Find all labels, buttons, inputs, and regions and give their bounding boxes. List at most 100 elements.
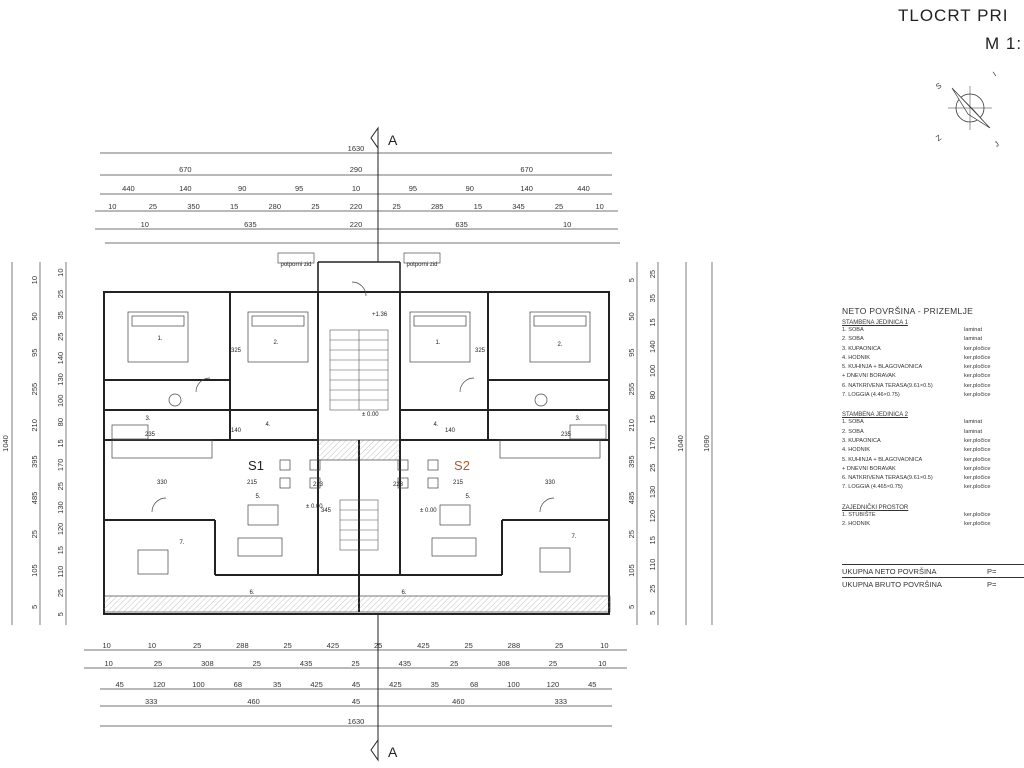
section-mark-bottom xyxy=(370,615,379,762)
dim-top-row4: 25 xyxy=(311,202,319,211)
area-row-floor: ker.pločice xyxy=(964,354,991,361)
dim-top-row2: 290 xyxy=(350,165,363,174)
dim-bottom-row2: 25 xyxy=(253,659,261,668)
dim-right-col1: 210 xyxy=(627,419,636,432)
dim-bottom-row3: 120 xyxy=(547,680,560,689)
plan-annotation: 330 xyxy=(157,480,168,486)
furniture xyxy=(111,281,607,575)
dim-top-row2: 670 xyxy=(179,165,192,174)
dim-top-row3: 140 xyxy=(520,184,533,193)
room-number: 3. xyxy=(575,416,580,422)
dim-left-col3: 25 xyxy=(56,589,65,597)
dim-top-row5: 635 xyxy=(244,220,257,229)
plan-annotation: 345 xyxy=(321,508,332,514)
area-row-floor: ker.pločice xyxy=(964,392,991,399)
area-row-name: 7. LOGGIA (4.46×0.75) xyxy=(842,392,900,399)
plan-annotation: 325 xyxy=(475,348,486,354)
sheet-scale: M 1: xyxy=(985,34,1023,53)
dim-top-row3: 90 xyxy=(466,184,474,193)
dim-left-col3: 35 xyxy=(56,311,65,319)
dim-bottom-row3: 425 xyxy=(389,680,402,689)
dim-right-col1: 105 xyxy=(627,564,636,577)
room-number: 6. xyxy=(401,590,406,596)
dim-left-col3: 130 xyxy=(56,373,65,386)
dim-left-col3: 100 xyxy=(56,395,65,408)
area-row: 4. HODNIK ker.pločice xyxy=(842,354,1024,363)
dim-top-row5: 635 xyxy=(455,220,468,229)
sheet-title: TLOCRT PRI xyxy=(898,6,1009,25)
level-mark: ± 0.00 xyxy=(306,504,323,510)
dim-top-row4: 10 xyxy=(108,202,116,211)
dim-right-outer: 1090 xyxy=(702,435,711,452)
dim-right-col1: 485 xyxy=(627,492,636,505)
dim-bottom-row3: 35 xyxy=(273,680,281,689)
plan-annotation: 235 xyxy=(561,432,572,438)
unit-label-s1: S1 xyxy=(248,458,264,473)
plan-annotation: 325 xyxy=(231,348,242,354)
area-row-floor: laminat xyxy=(964,428,983,435)
total-neto: UKUPNA NETO POVRŠINA P= xyxy=(842,567,1024,576)
dim-top-row4: 220 xyxy=(350,202,363,211)
dim-right-col2: 25 xyxy=(648,270,657,278)
room-number: 5. xyxy=(465,494,470,500)
area-row: 6. NATKRIVENA TERASA(9.61×0.5)ker.pločic… xyxy=(842,474,1024,483)
dim-right-col2: 140 xyxy=(648,340,657,353)
dim-bottom-row3: 45 xyxy=(116,680,124,689)
dim-top-row5: 220 xyxy=(350,220,363,229)
dim-top-row4: 285 xyxy=(431,202,444,211)
area-table: NETO POVRŠINA - PRIZEMLJE STAMBENA JEDIN… xyxy=(842,306,1024,589)
dim-right-col2: 25 xyxy=(648,464,657,472)
dim-bottom-row1: 25 xyxy=(555,641,563,650)
dim-left-col3: 110 xyxy=(56,566,65,578)
room-number: 3. xyxy=(145,416,150,422)
dim-bottom-row2: 308 xyxy=(497,659,510,668)
dim-right-outer: 1040 xyxy=(676,435,685,452)
plan-annotation: 140 xyxy=(445,428,456,434)
dim-bottom-row3: 425 xyxy=(310,680,323,689)
dim-right-col2: 130 xyxy=(648,486,657,499)
dim-left-col3: 10 xyxy=(56,269,65,277)
area-row-name: + DNEVNI BORAVAK xyxy=(842,373,896,380)
dim-top-row4: 25 xyxy=(555,202,563,211)
area-table-totals: UKUPNA NETO POVRŠINA P= UKUPNA BRUTO POV… xyxy=(842,564,1024,589)
total-neto-label: UKUPNA NETO POVRŠINA xyxy=(842,567,937,576)
area-row-floor: ker.pločice xyxy=(964,345,991,352)
area-row-name: 6. NATKRIVENA TERASA(9.61×0.5) xyxy=(842,475,933,482)
room-number: 2. xyxy=(273,340,278,346)
area-row-name: 4. HODNIK xyxy=(842,354,870,361)
dim-right-col2: 35 xyxy=(648,294,657,302)
compass-rose xyxy=(948,86,992,130)
dim-left-col2: 395 xyxy=(30,455,39,468)
staircase xyxy=(329,329,389,551)
area-group-heading: STAMBENA JEDINICA 2 xyxy=(842,412,908,419)
dim-right-col1: 5 xyxy=(627,278,636,282)
area-row-floor: ker.pločice xyxy=(964,465,991,472)
area-row-floor: ker.pločice xyxy=(964,521,991,528)
section-label-top: A xyxy=(388,132,398,148)
dim-bottom-row2: 25 xyxy=(351,659,359,668)
dim-bottom-row3: 100 xyxy=(192,680,205,689)
dim-left-col2: 25 xyxy=(30,530,39,538)
level-mark: ± 0.00 xyxy=(362,412,379,418)
plan-annotation: 330 xyxy=(545,480,556,486)
plan-annotation: 223 xyxy=(313,482,324,488)
dim-left-col2: 95 xyxy=(30,349,39,357)
dim-top-row4: 25 xyxy=(149,202,157,211)
dim-left-col2: 210 xyxy=(30,419,39,432)
unit-label-s2: S2 xyxy=(454,458,470,473)
room-number: 7. xyxy=(179,540,184,546)
area-row-name: 7. LOGGIA (4.465×0.75) xyxy=(842,484,903,491)
dim-right-col2: 5 xyxy=(648,611,657,615)
area-group-heading: ZAJEDNIČKI PROSTOR xyxy=(842,504,909,511)
room-number: 4. xyxy=(265,422,270,428)
dim-bottom-row2: 25 xyxy=(450,659,458,668)
dim-top-row4: 15 xyxy=(230,202,238,211)
room-number: 1. xyxy=(435,340,440,346)
area-row-name: + DNEVNI BORAVAK xyxy=(842,465,896,472)
